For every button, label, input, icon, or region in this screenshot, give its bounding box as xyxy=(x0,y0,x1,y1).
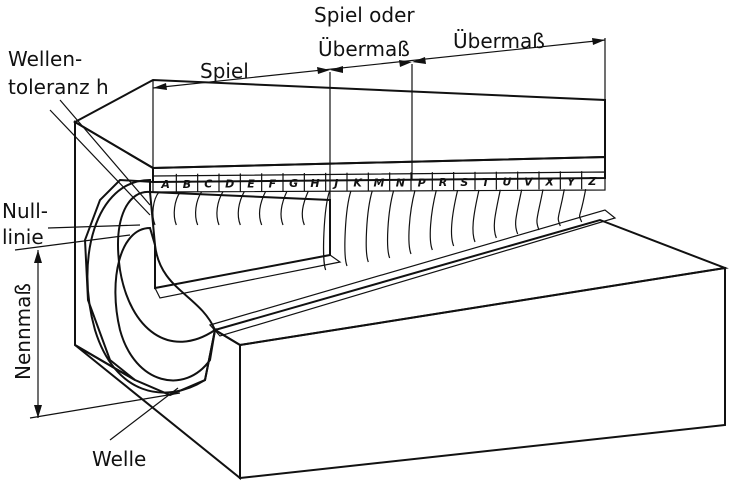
arrowhead-7 xyxy=(34,250,42,263)
hole-zones xyxy=(152,189,587,271)
tolerance-zone-y xyxy=(557,189,565,227)
tolerance-zone-j xyxy=(322,190,331,271)
arrowhead-8 xyxy=(34,405,42,418)
tolerance-zone-m xyxy=(365,190,373,263)
tolerance-zone-c xyxy=(194,191,203,226)
shaft-lower-band xyxy=(154,254,342,299)
label-toleranz-h: toleranz h xyxy=(8,75,109,99)
label-wellen: Wellen- xyxy=(8,47,82,71)
tolerance-letter-b: B xyxy=(183,178,191,191)
tolerance-zone-x xyxy=(536,189,544,231)
label-spiel-oder: Spiel oder xyxy=(314,3,415,27)
tolerance-letter-n: N xyxy=(396,176,405,189)
housing-top-face xyxy=(72,78,606,170)
tolerance-zone-h xyxy=(301,190,309,226)
checkered-strip xyxy=(208,209,617,337)
arrowhead-5 xyxy=(412,57,426,64)
tolerance-letter-m: M xyxy=(374,177,385,190)
tolerance-letter-r: R xyxy=(439,176,447,189)
tolerance-letter-d: D xyxy=(225,178,234,191)
tolerance-letter-e: E xyxy=(247,177,255,190)
arrowhead-3 xyxy=(330,66,343,73)
null-line xyxy=(14,234,131,251)
tolerance-letter-j: J xyxy=(332,177,338,190)
tolerance-letter-x: X xyxy=(544,175,554,188)
tolerance-letter-p: P xyxy=(418,176,426,189)
tolerance-zone-u xyxy=(493,189,501,239)
arrowhead-2 xyxy=(317,67,330,74)
shaft-end-face xyxy=(114,226,217,382)
arrowhead-6 xyxy=(592,38,605,45)
leader-wellentoleranz-2 xyxy=(49,109,151,216)
tolerance-zone-f xyxy=(258,191,267,226)
tolerance-zone-z xyxy=(578,189,587,223)
tolerance-zone-e xyxy=(237,191,245,226)
tolerance-letter-f: F xyxy=(269,177,277,190)
tolerance-letter-y: Y xyxy=(567,175,576,188)
tolerance-letter-s: S xyxy=(460,176,468,189)
lower-block-front-face xyxy=(239,266,726,480)
leader-welle xyxy=(109,387,179,441)
tolerance-zone-r xyxy=(429,189,437,251)
tolerance-letter-t: T xyxy=(482,176,491,189)
leader-nulllinie xyxy=(47,224,141,229)
tolerance-zone-v xyxy=(514,189,523,235)
label-welle: Welle xyxy=(92,447,146,471)
tolerance-strip xyxy=(152,171,606,193)
label-spiel: Spiel xyxy=(200,59,249,83)
tolerance-letter-h: H xyxy=(310,177,319,190)
tolerance-zone-g xyxy=(280,190,288,226)
leader-wellentoleranz xyxy=(59,99,151,206)
tolerance-zone-p xyxy=(408,190,416,255)
arrowhead-4 xyxy=(399,60,412,67)
tolerance-zone-n xyxy=(386,190,395,259)
arrowhead-1 xyxy=(153,83,167,90)
housing-left-face xyxy=(74,120,154,381)
tolerance-letter-u: U xyxy=(503,176,512,189)
nennmass-extension-bottom xyxy=(29,392,181,419)
bore-outer-ring xyxy=(86,178,217,394)
label-uebermass-small: Übermaß xyxy=(318,37,410,61)
lower-block-top-face xyxy=(212,218,729,347)
tolerance-letter-k: K xyxy=(353,177,363,190)
tolerance-zone-t xyxy=(472,189,480,243)
tolerance-zone-d xyxy=(216,191,224,226)
tolerance-zone-b xyxy=(173,191,181,226)
tolerance-letter-v: V xyxy=(524,176,534,189)
tolerance-zone-s xyxy=(450,189,459,247)
label-null: Null- xyxy=(2,199,48,223)
tolerance-letter-z: Z xyxy=(587,175,597,188)
label-uebermass: Übermaß xyxy=(453,29,545,53)
tolerance-zone-k xyxy=(344,190,352,267)
tolerance-letter-g: G xyxy=(289,177,298,190)
tolerance-letter-c: C xyxy=(204,178,212,191)
label-linie: linie xyxy=(2,225,44,249)
tolerance-zone-a xyxy=(152,191,160,226)
dimension-line-top xyxy=(152,39,606,89)
tolerance-letter-a: A xyxy=(160,178,170,191)
label-nennmass: Nennmaß xyxy=(11,283,35,380)
